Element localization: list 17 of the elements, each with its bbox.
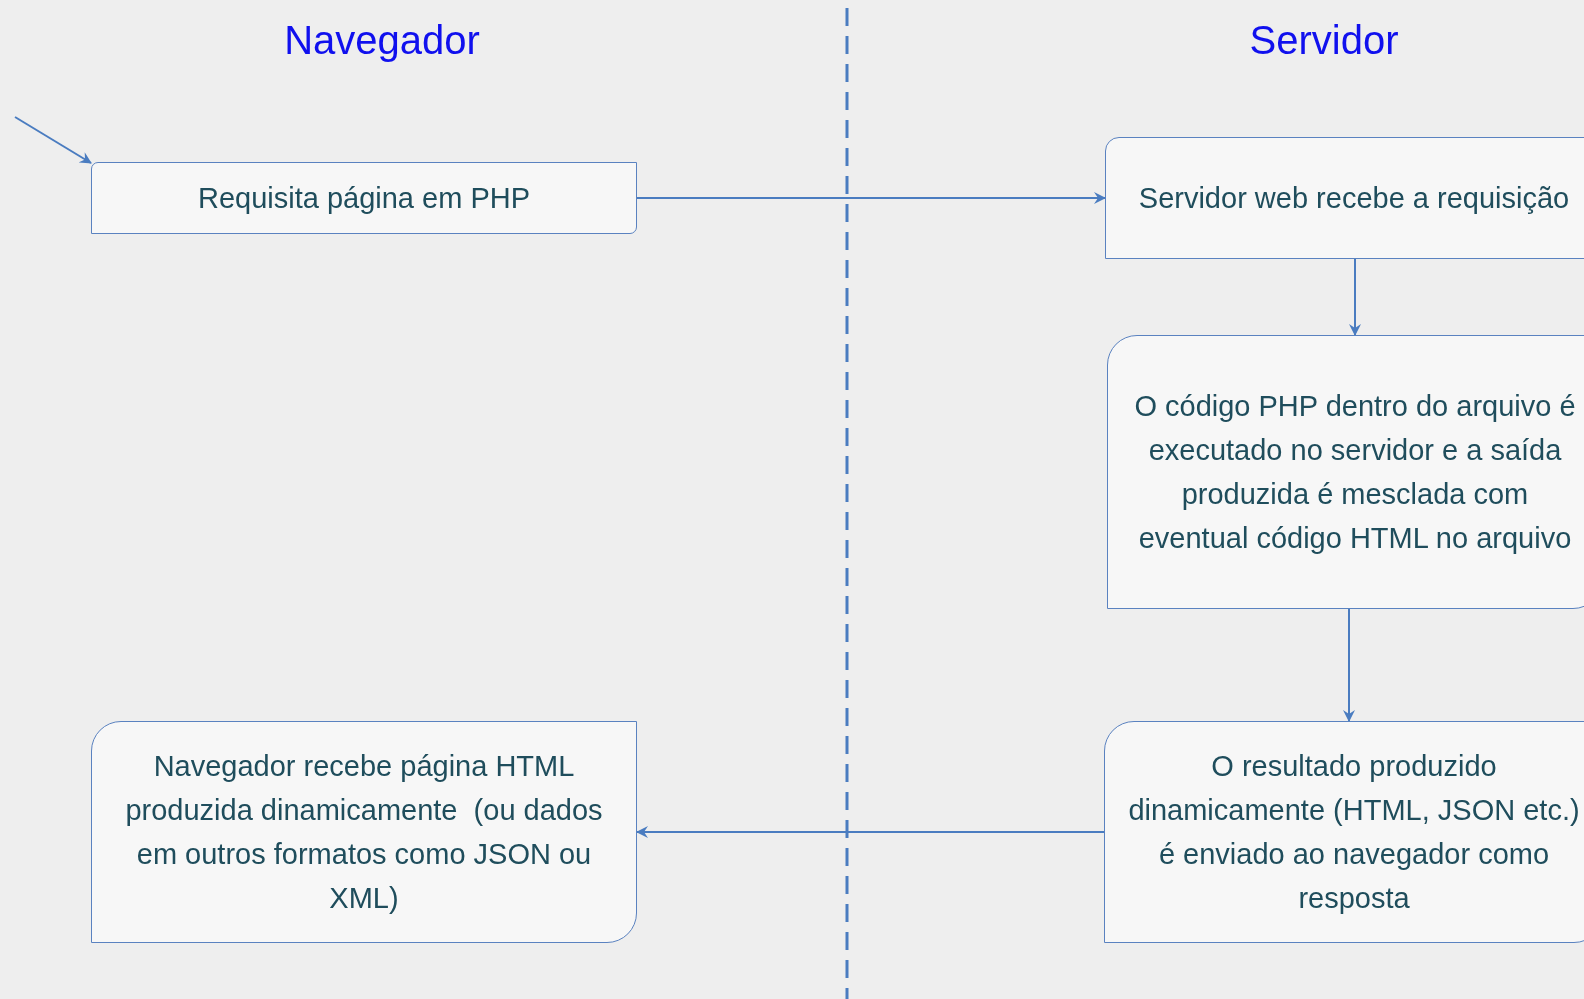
arrow [1343, 608, 1355, 722]
arrow [636, 826, 1105, 838]
box-text: Servidor web recebe a requisição [1138, 181, 1570, 216]
arrow [1349, 258, 1361, 336]
box-text: O código PHP dentro do arquivo é executado no servidor e a saída produzida é mesclada com eventual código HTML no arquivo [1133, 389, 1577, 556]
process-box [91, 162, 637, 234]
process-box [1107, 335, 1584, 609]
column-heading: Navegador [284, 18, 480, 63]
process-box [1104, 721, 1584, 943]
box-text: Requisita página em PHP [197, 181, 531, 216]
process-box [1105, 137, 1584, 259]
arrow [14, 116, 92, 164]
box-text: O resultado produzido dinamicamente (HTML, JSON etc.) é enviado ao navegador como resposta [1127, 749, 1581, 916]
process-box [91, 721, 637, 943]
arrow [636, 192, 1106, 204]
column-heading: Servidor [1249, 18, 1399, 63]
box-text: Navegador recebe página HTML produzida dinamicamente (ou dados em outros formatos como JSON ou XML) [124, 749, 604, 916]
